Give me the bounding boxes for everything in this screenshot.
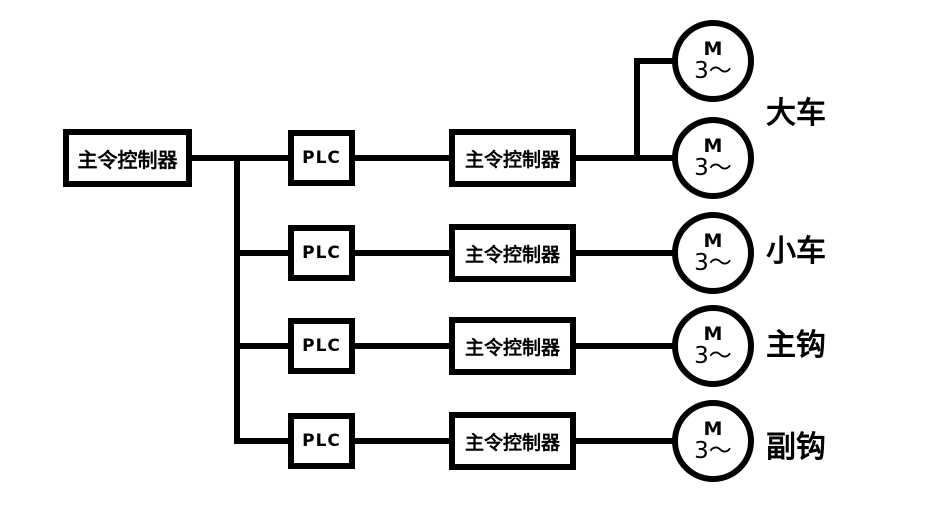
motor-phase: 3～ — [694, 438, 732, 464]
plc-box-row-3: PLC — [288, 318, 355, 374]
motor-letter: M — [703, 230, 723, 252]
controller-label-row-4: 主令控制器 — [464, 431, 560, 454]
motor-letter: M — [703, 418, 723, 440]
plc-box-row-1: PLC — [288, 130, 355, 186]
group-label-aux-hook: 副钩 — [766, 430, 826, 465]
connector-plc-to-controller-4 — [355, 438, 449, 444]
master-controller-label: 主令控制器 — [77, 147, 178, 172]
group-label-gantry: 大车 — [766, 96, 826, 131]
motor-symbol-row-1b: M 3～ — [672, 117, 754, 199]
controller-box-row-4: 主令控制器 — [449, 412, 576, 470]
plc-label-row-2: PLC — [302, 243, 341, 263]
group-label-main-hook: 主钩 — [766, 328, 826, 363]
motor-phase: 3～ — [694, 250, 732, 276]
connector-controller-to-motor-4 — [576, 438, 674, 444]
connector-branch-to-motor-1a — [634, 58, 676, 64]
master-controller-box: 主令控制器 — [63, 129, 192, 187]
controller-label-row-2: 主令控制器 — [464, 243, 560, 266]
connector-bus-to-plc-4 — [234, 438, 290, 444]
plc-label-row-3: PLC — [302, 336, 341, 356]
controller-box-row-2: 主令控制器 — [449, 224, 576, 282]
connector-controller-to-motor-1b — [576, 155, 674, 161]
motor-symbol-row-4: M 3～ — [672, 400, 754, 482]
motor-symbol-row-2: M 3～ — [672, 212, 754, 294]
plc-box-row-2: PLC — [288, 225, 355, 281]
motor-letter: M — [703, 135, 723, 157]
bus-vertical-line — [234, 155, 240, 444]
motor-symbol-row-1a: M 3～ — [672, 20, 754, 102]
motor-phase: 3～ — [694, 58, 732, 84]
connector-controller-to-motor-3 — [576, 343, 674, 349]
connector-controller-to-motor-2 — [576, 250, 674, 256]
branch-vertical-row-1 — [634, 58, 640, 161]
controller-box-row-1: 主令控制器 — [449, 129, 576, 187]
connector-plc-to-controller-2 — [355, 250, 449, 256]
connector-plc-to-controller-3 — [355, 343, 449, 349]
connector-bus-to-plc-3 — [234, 343, 290, 349]
controller-label-row-1: 主令控制器 — [464, 148, 560, 171]
plc-label-row-1: PLC — [302, 148, 341, 168]
plc-label-row-4: PLC — [302, 431, 341, 451]
controller-box-row-3: 主令控制器 — [449, 317, 576, 375]
motor-phase: 3～ — [694, 343, 732, 369]
connector-bus-to-plc-2 — [234, 250, 290, 256]
connector-plc-to-controller-1 — [355, 155, 449, 161]
connector-master-to-bus — [192, 155, 290, 161]
group-label-trolley: 小车 — [766, 234, 826, 269]
motor-phase: 3～ — [694, 155, 732, 181]
plc-box-row-4: PLC — [288, 413, 355, 469]
motor-symbol-row-3: M 3～ — [672, 305, 754, 387]
controller-label-row-3: 主令控制器 — [464, 336, 560, 359]
motor-letter: M — [703, 38, 723, 60]
motor-letter: M — [703, 323, 723, 345]
